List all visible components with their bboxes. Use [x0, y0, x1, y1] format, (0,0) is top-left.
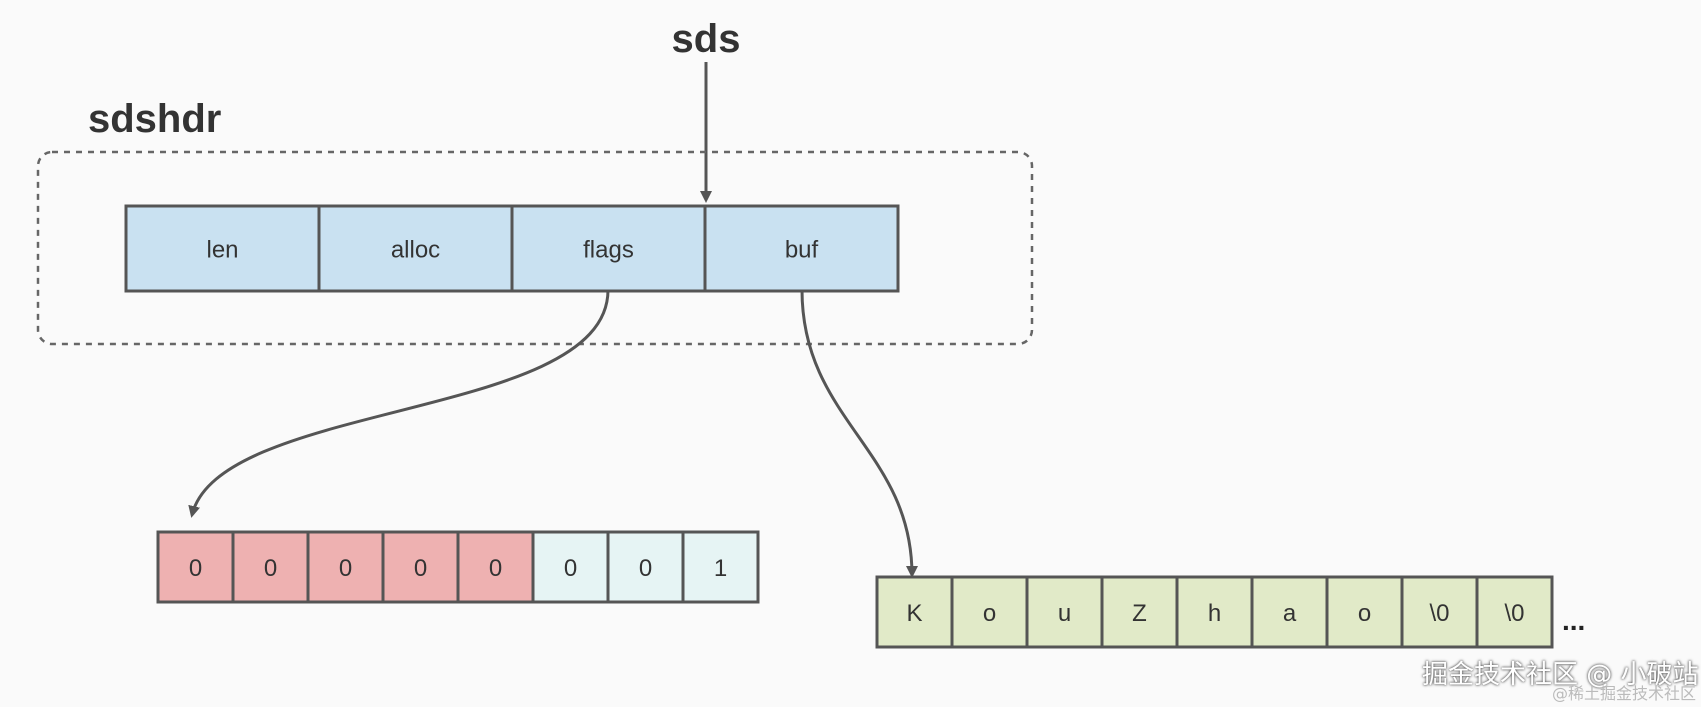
header-field-buf: buf — [703, 204, 900, 293]
buf-char-cell: o — [950, 575, 1029, 649]
buf-char-cell: a — [1250, 575, 1329, 649]
buf-char-cell: Z — [1100, 575, 1179, 649]
flags-bit-value: 0 — [489, 555, 502, 582]
header-field-box — [703, 204, 900, 293]
watermark-sub: @稀土掘金技术社区 — [1552, 684, 1697, 703]
buf-char-cell: u — [1025, 575, 1104, 649]
buf-char-cell: K — [875, 575, 954, 649]
header-field-label: alloc — [391, 237, 440, 264]
flags-bit-cell: 0 — [456, 530, 535, 604]
buf-char-value: o — [983, 600, 996, 627]
buf-arrow — [800, 289, 918, 578]
buf-char-box — [1400, 575, 1479, 649]
flags-bit-cell: 0 — [381, 530, 460, 604]
buf-char-value: u — [1058, 600, 1071, 627]
sds-pointer-label: sds — [672, 17, 741, 61]
header-field-len: len — [124, 204, 321, 293]
buf-char-value: a — [1283, 600, 1297, 627]
buf-char-value: \0 — [1429, 600, 1449, 627]
flags-bit-cell: 0 — [606, 530, 685, 604]
header-field-label: buf — [785, 237, 819, 264]
buf-ellipsis: ... — [1562, 605, 1585, 636]
buf-char-cell: h — [1175, 575, 1254, 649]
flags-arrow — [188, 289, 610, 518]
flags-bit-value: 0 — [264, 555, 277, 582]
buf-char-box — [950, 575, 1029, 649]
buf-char-value: h — [1208, 600, 1221, 627]
flags-bit-box — [456, 530, 535, 604]
flags-bit-cell: 0 — [231, 530, 310, 604]
flags-bit-value: 0 — [189, 555, 202, 582]
buf-char-box — [1025, 575, 1104, 649]
flags-bit-value: 0 — [564, 555, 577, 582]
header-field-box — [510, 204, 707, 293]
buf-char-value: o — [1358, 600, 1371, 627]
header-field-flags: flags — [510, 204, 707, 293]
buf-char-value: K — [906, 600, 922, 627]
header-field-alloc: alloc — [317, 204, 514, 293]
header-fields: len alloc flags buf — [124, 204, 900, 293]
watermark-main: 掘金技术社区 @ 小破站 — [1422, 660, 1699, 690]
buf-char-value: \0 — [1504, 600, 1524, 627]
sdshdr-label: sdshdr — [88, 97, 221, 141]
flags-bit-box — [606, 530, 685, 604]
flags-bit-box — [306, 530, 385, 604]
sdshdr-boundary — [36, 150, 1034, 346]
flags-bit-cell: 0 — [306, 530, 385, 604]
flags-bit-value: 0 — [414, 555, 427, 582]
flags-bit-box — [231, 530, 310, 604]
buf-char-box — [1175, 575, 1254, 649]
flags-bit-box — [681, 530, 760, 604]
flags-bit-cell: 1 — [681, 530, 760, 604]
flags-bit-box — [531, 530, 610, 604]
header-field-label: flags — [583, 237, 634, 264]
buf-char-box — [1100, 575, 1179, 649]
flags-bit-value: 1 — [714, 555, 727, 582]
buf-char-cell: o — [1325, 575, 1404, 649]
header-field-box — [317, 204, 514, 293]
flags-bit-cell: 0 — [531, 530, 610, 604]
flags-bit-value: 0 — [339, 555, 352, 582]
flags-bits-row: 0 0 0 0 0 0 0 1 — [156, 530, 760, 604]
header-field-label: len — [206, 237, 238, 264]
flags-bit-cell: 0 — [156, 530, 235, 604]
buf-char-box — [1475, 575, 1554, 649]
buf-char-cell: \0 — [1475, 575, 1554, 649]
buf-char-cell: \0 — [1400, 575, 1479, 649]
flags-bit-box — [381, 530, 460, 604]
flags-bit-value: 0 — [639, 555, 652, 582]
buf-char-value: Z — [1132, 600, 1147, 627]
